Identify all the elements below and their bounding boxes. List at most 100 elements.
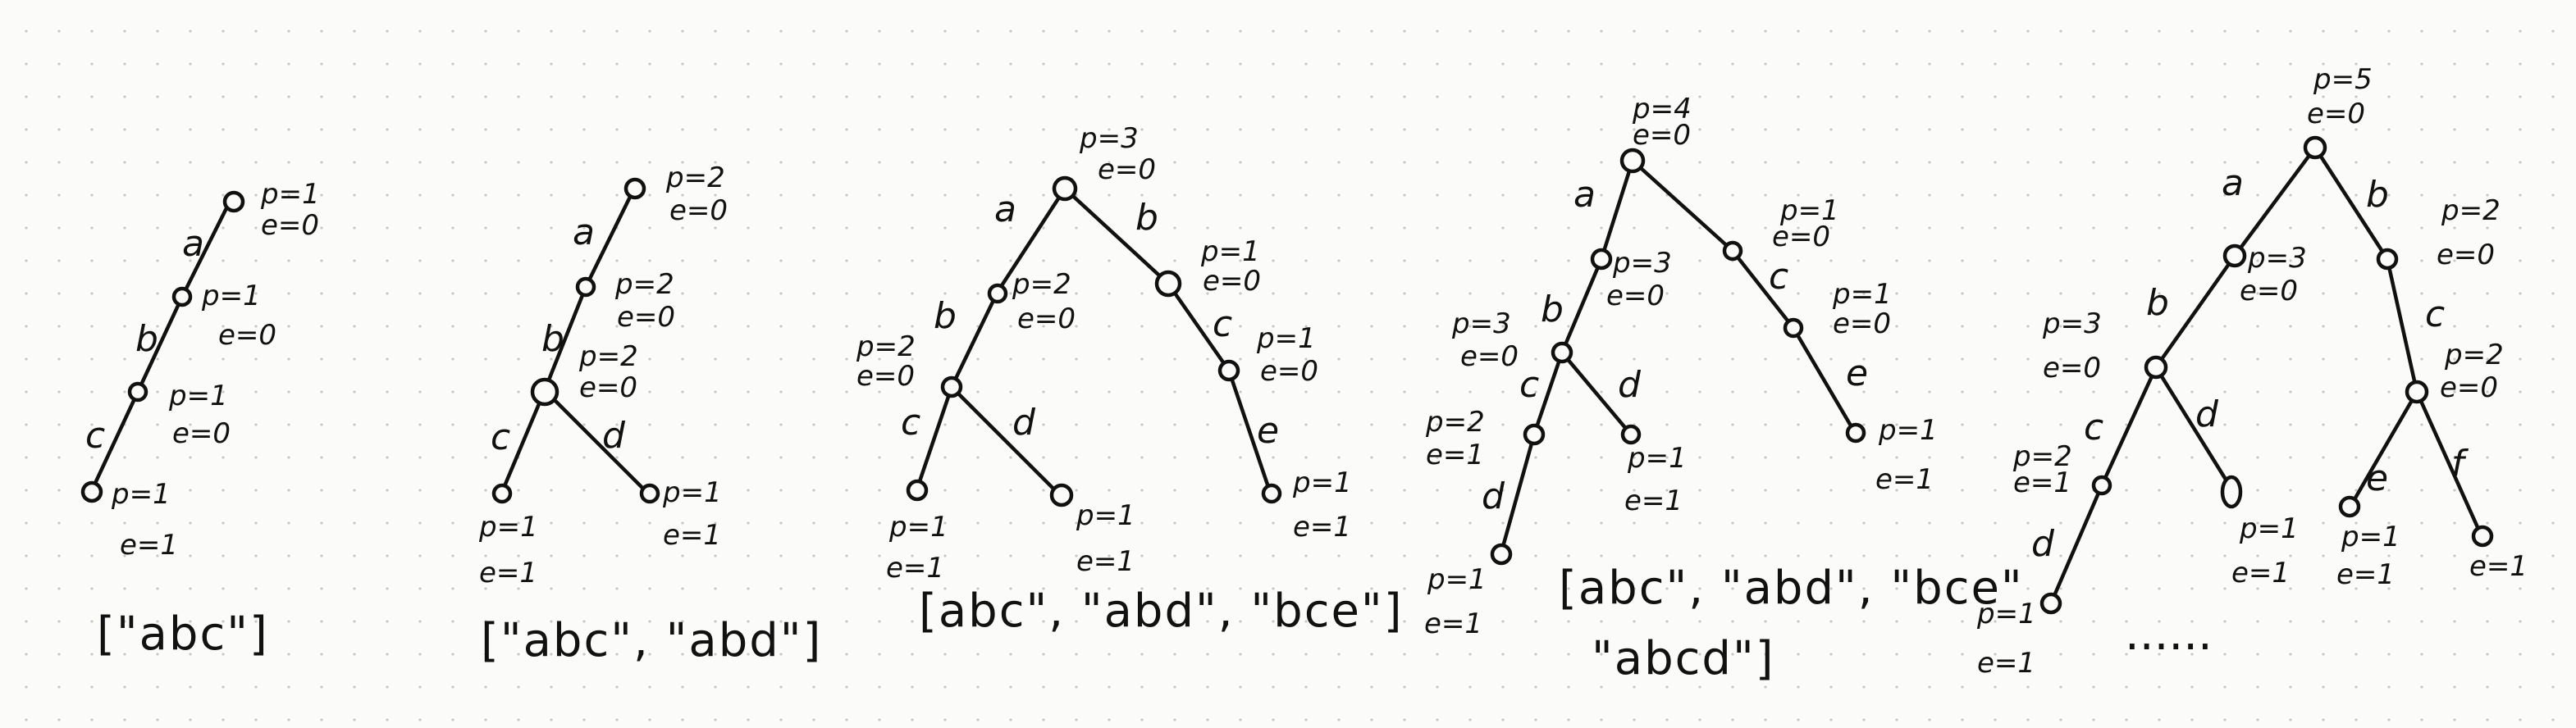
trie5-node-abd xyxy=(2220,475,2243,509)
trie5-node-bc xyxy=(2405,380,2429,404)
trie4-edge-label-e: e xyxy=(1846,353,1868,394)
trie3-node-ab-e: e=0 xyxy=(856,360,915,393)
trie4-root-node xyxy=(1619,148,1646,174)
trie4-caption: [abc", "abd", "bce" xyxy=(1559,562,2024,615)
trie1-node-ab-e: e=0 xyxy=(172,417,231,450)
trie4-node-abc xyxy=(1523,423,1546,446)
trie1-node-a-p: p=1 xyxy=(201,280,261,312)
trie5-node-a xyxy=(2222,243,2247,268)
trie5-edge-d xyxy=(2154,365,2234,491)
trie4-caption-line2: "abcd"] xyxy=(1592,632,1775,685)
trie5-edge-e xyxy=(2349,389,2419,507)
trie4-node-bc-e: e=0 xyxy=(1833,307,1891,340)
trie4-edge-c xyxy=(1532,350,1564,437)
trie3-edge-d xyxy=(949,384,1062,498)
trie1-edge-label-a: a xyxy=(182,223,204,265)
trie2-node-ab xyxy=(530,377,560,407)
trie2-caption: ["abc", "abd"] xyxy=(481,614,822,667)
trie5-node-a-e: e=0 xyxy=(2240,275,2298,307)
trie3-abc-e: e=1 xyxy=(886,552,944,585)
trie5-edge-c2 xyxy=(2385,257,2419,394)
trie5-node-bce xyxy=(2338,495,2361,518)
trie3-node-a xyxy=(987,283,1008,304)
trie1-root-e: e=0 xyxy=(261,209,319,242)
trie5-edge-label-a: a xyxy=(2222,162,2244,204)
trie4-edge-label-d2: d xyxy=(1482,475,1505,517)
trie3-edge-label-d: d xyxy=(1012,402,1036,444)
trie4-node-bc xyxy=(1783,317,1804,339)
trie1-edge-label-c: c xyxy=(85,415,105,457)
trie1-edge-a xyxy=(180,202,231,299)
trie3-node-b-p: p=1 xyxy=(1200,235,1260,268)
trie4-node-ab xyxy=(1551,341,1573,364)
trie2-abd-p: p=1 xyxy=(662,476,722,509)
trie2-edge-b xyxy=(542,284,588,393)
trie3-root-node xyxy=(1052,175,1078,202)
trie4-abd-p: p=1 xyxy=(1627,442,1687,475)
trie5-node-ab xyxy=(2144,355,2168,380)
trie4-abd-e: e=1 xyxy=(1624,485,1683,517)
trie4-node-a-e: e=0 xyxy=(1606,280,1665,312)
trie-4: a b c d d c e p=4 e=0 p=3 e=0 p=3 e=0 p=… xyxy=(1424,93,2024,685)
trie2-root-node xyxy=(623,177,646,200)
trie4-edge-a xyxy=(1599,158,1635,262)
trie3-edge-label-b2: b xyxy=(1135,197,1158,239)
trie3-bce-e: e=1 xyxy=(1293,511,1351,544)
trie4-edge-label-b: b xyxy=(1541,289,1564,330)
trie3-abd-e: e=1 xyxy=(1076,545,1135,578)
trie-2: a b c d p=2 e=0 p=2 e=0 p=2 e=0 p=1 e=1 … xyxy=(478,162,822,667)
trie4-edge-b2 xyxy=(1630,158,1735,253)
trie3-node-bc-p: p=1 xyxy=(1256,322,1316,355)
trie3-edge-e xyxy=(1226,368,1272,494)
trie2-node-a-e: e=0 xyxy=(617,301,675,334)
trie5-root-p: p=5 xyxy=(2313,63,2373,96)
trie5-node-ab-e: e=0 xyxy=(2043,352,2101,384)
trie4-edge-c2 xyxy=(1730,248,1796,330)
trie5-abc-p: p=2 xyxy=(2012,440,2072,473)
trie4-edge-label-c: c xyxy=(1519,364,1539,406)
trie1-edge-c xyxy=(89,389,140,493)
trie2-root-e: e=0 xyxy=(669,194,728,227)
trie3-root-p: p=3 xyxy=(1079,122,1139,155)
trie1-leaf-p: p=1 xyxy=(111,478,171,511)
trie4-edge-d xyxy=(1560,350,1633,437)
trie5-abcd-e: e=1 xyxy=(1977,647,2035,680)
trie5-edge-b2 xyxy=(2313,145,2390,262)
trie2-edge-label-b: b xyxy=(541,318,564,360)
trie3-edge-label-c: c xyxy=(901,402,920,444)
trie5-edge-label-b: b xyxy=(2146,282,2169,324)
trie4-bce-e: e=1 xyxy=(1875,463,1934,496)
trie4-abc-e: e=1 xyxy=(1426,439,1484,471)
trie2-edge-label-a: a xyxy=(573,212,595,253)
trie1-node-a-e: e=0 xyxy=(218,319,276,352)
trie5-edge-d2 xyxy=(2048,483,2104,606)
trie5-node-abc xyxy=(2091,475,2112,496)
trie5-edge-f xyxy=(2414,389,2483,537)
trie3-node-bc xyxy=(1217,359,1240,382)
trie3-node-bc-e: e=0 xyxy=(1260,355,1318,388)
trie5-edge-a xyxy=(2232,145,2318,258)
trie3-caption: [abc", "abd", "bce"] xyxy=(919,585,1404,638)
trie5-node-bcf xyxy=(2471,525,2494,548)
trie2-edge-label-c: c xyxy=(491,416,510,458)
trie4-abcd-p: p=1 xyxy=(1427,563,1487,596)
trie3-node-abd xyxy=(1049,483,1074,507)
trie2-edge-d xyxy=(542,388,651,496)
trie5-abcd-p: p=1 xyxy=(1976,598,2036,630)
trie5-edge-label-d: d xyxy=(2195,394,2219,435)
trie5-node-bc-e: e=0 xyxy=(2440,371,2498,404)
trie-1: a b c p=1 e=0 p=1 e=0 p=1 e=0 p=1 e=1 ["… xyxy=(80,178,320,661)
trie2-abc-e: e=1 xyxy=(479,557,537,589)
trie4-node-a-p: p=3 xyxy=(1612,247,1672,280)
trie4-edge-d2 xyxy=(1499,432,1537,555)
trie5-node-b xyxy=(2376,248,2399,271)
trie4-abcd-e: e=1 xyxy=(1424,607,1482,640)
trie2-node-a-p: p=2 xyxy=(614,268,674,301)
trie5-bce-p: p=1 xyxy=(2341,521,2400,553)
trie3-edge-a xyxy=(995,186,1067,294)
trie3-edge-b xyxy=(949,289,1000,389)
trie3-node-ab-p: p=2 xyxy=(856,330,916,363)
trie5-edge-label-b2: b xyxy=(2366,174,2389,216)
